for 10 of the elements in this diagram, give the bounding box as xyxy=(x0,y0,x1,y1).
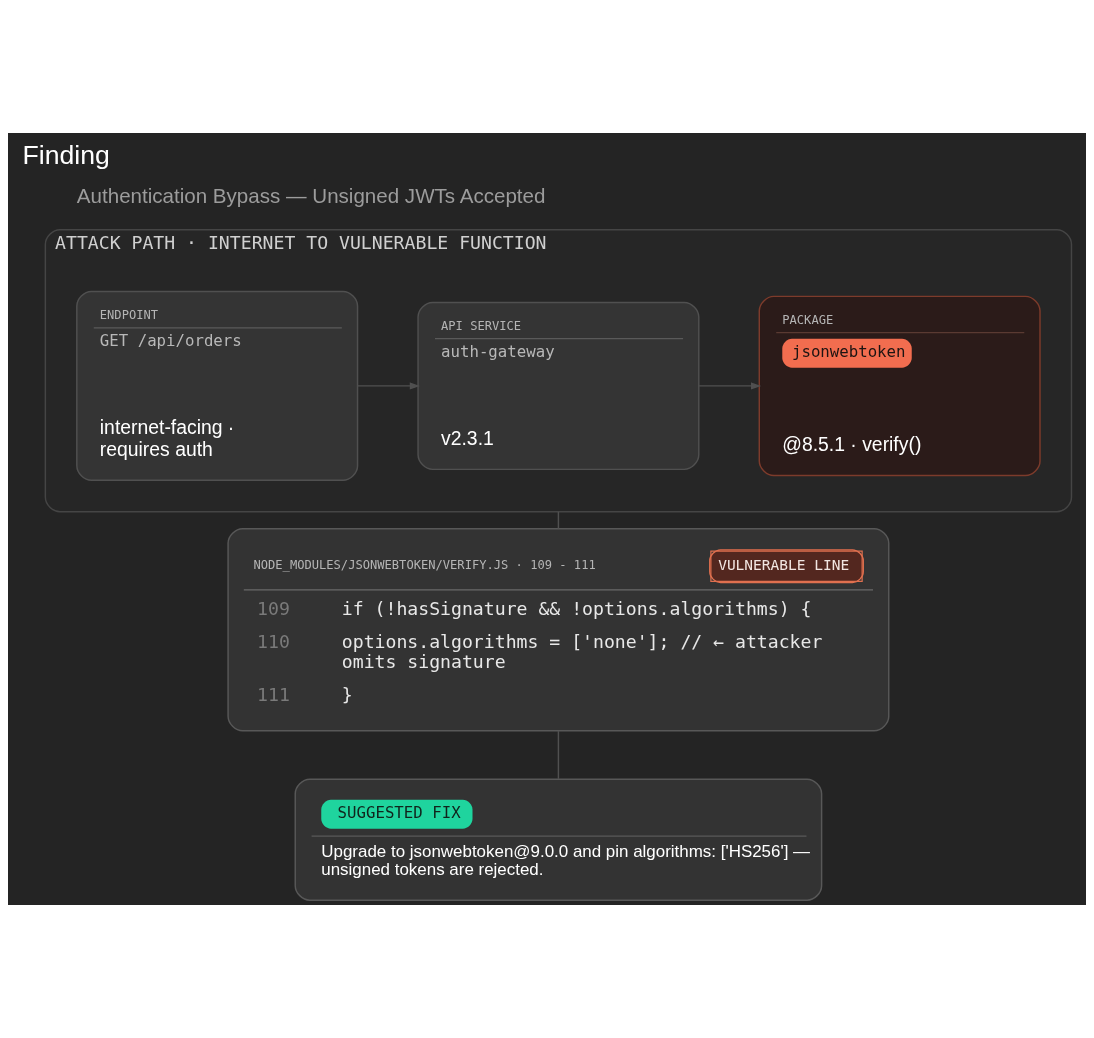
node-box: NODE_MODULES/JSONWEBTOKEN/VERIFY.JS · 109 - 111 VULNERABLE LINE 109 if (!hasSignature && !options.algorithms) { 110 options.algorithms = ['none']; // ← attacker omits signature 111 } xyxy=(227,527,890,732)
arrow xyxy=(357,382,420,390)
node-box: ENDPOINT GET /api/orders internet-facing · requires auth xyxy=(76,290,359,481)
arrow xyxy=(698,382,762,390)
node-box: API SERVICE auth-gateway v2.3.1 xyxy=(417,301,700,471)
node-box: PACKAGE jsonwebtoken @8.5.1 · verify() xyxy=(758,295,1041,477)
node-box: SUGGESTED FIX Upgrade to jsonwebtoken@9.0.0 and pin algorithms: ['HS256'] — unsigned tokens are rejected. xyxy=(294,778,823,901)
connector xyxy=(557,730,560,780)
label: Authentication Bypass — Unsigned JWTs Accepted xyxy=(76,184,546,208)
diagram-title: Finding xyxy=(22,139,110,170)
